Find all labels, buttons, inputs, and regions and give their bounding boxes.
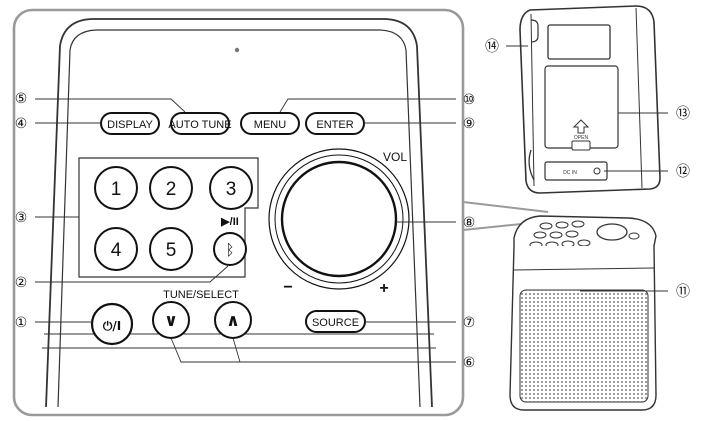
rear-leader-lines <box>506 45 668 172</box>
vol-plus-label: + <box>379 280 388 297</box>
menu-button[interactable]: MENU <box>240 112 300 135</box>
enter-button-label: ENTER <box>316 119 353 131</box>
callout-5: ⑤ <box>15 91 28 107</box>
auto-tune-button[interactable]: AUTO TUNE <box>168 112 232 135</box>
callout-11: ⑪ <box>676 284 690 300</box>
bluetooth-button[interactable]: ᛒ <box>213 232 247 266</box>
power-icon: ⏻/I <box>103 319 121 333</box>
enter-button[interactable]: ENTER <box>305 112 365 135</box>
bluetooth-icon: ᛒ <box>225 241 234 259</box>
tune-select-label: TUNE/SELECT <box>163 289 239 301</box>
callout-3: ③ <box>15 210 28 226</box>
display-button-label: DISPLAY <box>107 119 153 131</box>
display-button[interactable]: DISPLAY <box>100 112 160 135</box>
preset-button-3[interactable]: 3 <box>209 166 253 210</box>
power-button[interactable]: ⏻/I <box>90 302 134 346</box>
callout-12: ⑫ <box>676 164 690 180</box>
callout-14: ⑭ <box>485 39 499 55</box>
preset-3-label: 3 <box>226 179 237 200</box>
preset-5-label: 5 <box>166 240 177 261</box>
preset-button-2[interactable]: 2 <box>149 166 193 210</box>
vol-label: VOL <box>383 150 407 164</box>
device-housing <box>42 18 436 408</box>
rear-view-illustration <box>519 5 661 194</box>
preset-button-1[interactable]: 1 <box>94 166 138 210</box>
callout-7: ⑦ <box>463 315 476 331</box>
tune-down-icon: ∨ <box>164 311 178 331</box>
preset-button-5[interactable]: 5 <box>149 227 193 271</box>
preset-1-label: 1 <box>111 179 122 200</box>
preset-group-outline <box>78 157 259 278</box>
play-pause-label: ▶/II <box>220 216 239 228</box>
open-label: OPEN <box>574 135 589 141</box>
callout-9: ⑨ <box>463 116 476 132</box>
callout-10: ⑩ <box>463 92 476 108</box>
source-button[interactable]: SOURCE <box>305 310 366 333</box>
source-button-label: SOURCE <box>312 317 359 329</box>
callout-6: ⑥ <box>463 355 476 371</box>
auto-tune-button-label: AUTO TUNE <box>168 119 231 131</box>
preset-4-label: 4 <box>111 240 122 261</box>
speaker-grille <box>519 289 649 403</box>
tune-down-button[interactable]: ∨ <box>152 301 190 339</box>
volume-knob[interactable] <box>268 148 410 290</box>
front-view-illustration <box>509 215 657 411</box>
vol-minus-label: − <box>283 279 292 296</box>
callout-2: ② <box>15 275 28 291</box>
leader-lines <box>35 98 456 363</box>
tune-up-icon: ∧ <box>226 311 240 331</box>
callout-4: ④ <box>15 116 28 132</box>
preset-button-4[interactable]: 4 <box>94 227 138 271</box>
indicator-led <box>234 47 240 53</box>
dc-in-label: DC IN <box>563 170 577 176</box>
callout-8: ⑧ <box>463 215 476 231</box>
tune-up-button[interactable]: ∧ <box>214 301 252 339</box>
menu-button-label: MENU <box>254 119 286 131</box>
callout-1: ① <box>15 315 28 331</box>
preset-2-label: 2 <box>166 179 177 200</box>
callout-13: ⑬ <box>676 106 690 122</box>
